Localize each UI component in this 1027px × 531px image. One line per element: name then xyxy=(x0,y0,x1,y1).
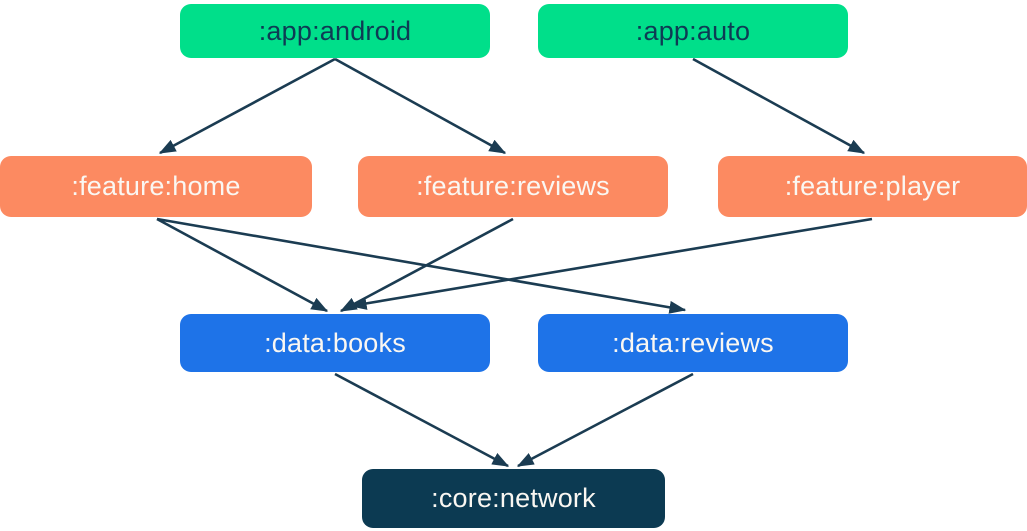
edge-feature-player--data-books xyxy=(349,217,873,310)
node-app-auto: :app:auto xyxy=(538,4,848,58)
edge-app-android--feature-home xyxy=(158,57,336,155)
edge-feature-home--data-books xyxy=(156,217,329,313)
node-feature-reviews: :feature:reviews xyxy=(358,156,668,217)
node-feature-player: :feature:player xyxy=(718,156,1027,217)
node-feature-home: :feature:home xyxy=(0,156,312,217)
node-app-android: :app:android xyxy=(180,4,490,58)
edge-data-books--core-network xyxy=(334,372,510,468)
edge-app-auto--feature-player xyxy=(692,57,866,155)
node-data-reviews: :data:reviews xyxy=(538,314,848,372)
edge-app-android--feature-reviews xyxy=(334,57,507,155)
edge-feature-reviews--data-books xyxy=(339,217,514,313)
edge-feature-home--data-reviews xyxy=(156,217,687,314)
node-data-books: :data:books xyxy=(180,314,490,372)
edge-data-reviews--core-network xyxy=(516,372,694,468)
node-core-network: :core:network xyxy=(362,469,665,528)
